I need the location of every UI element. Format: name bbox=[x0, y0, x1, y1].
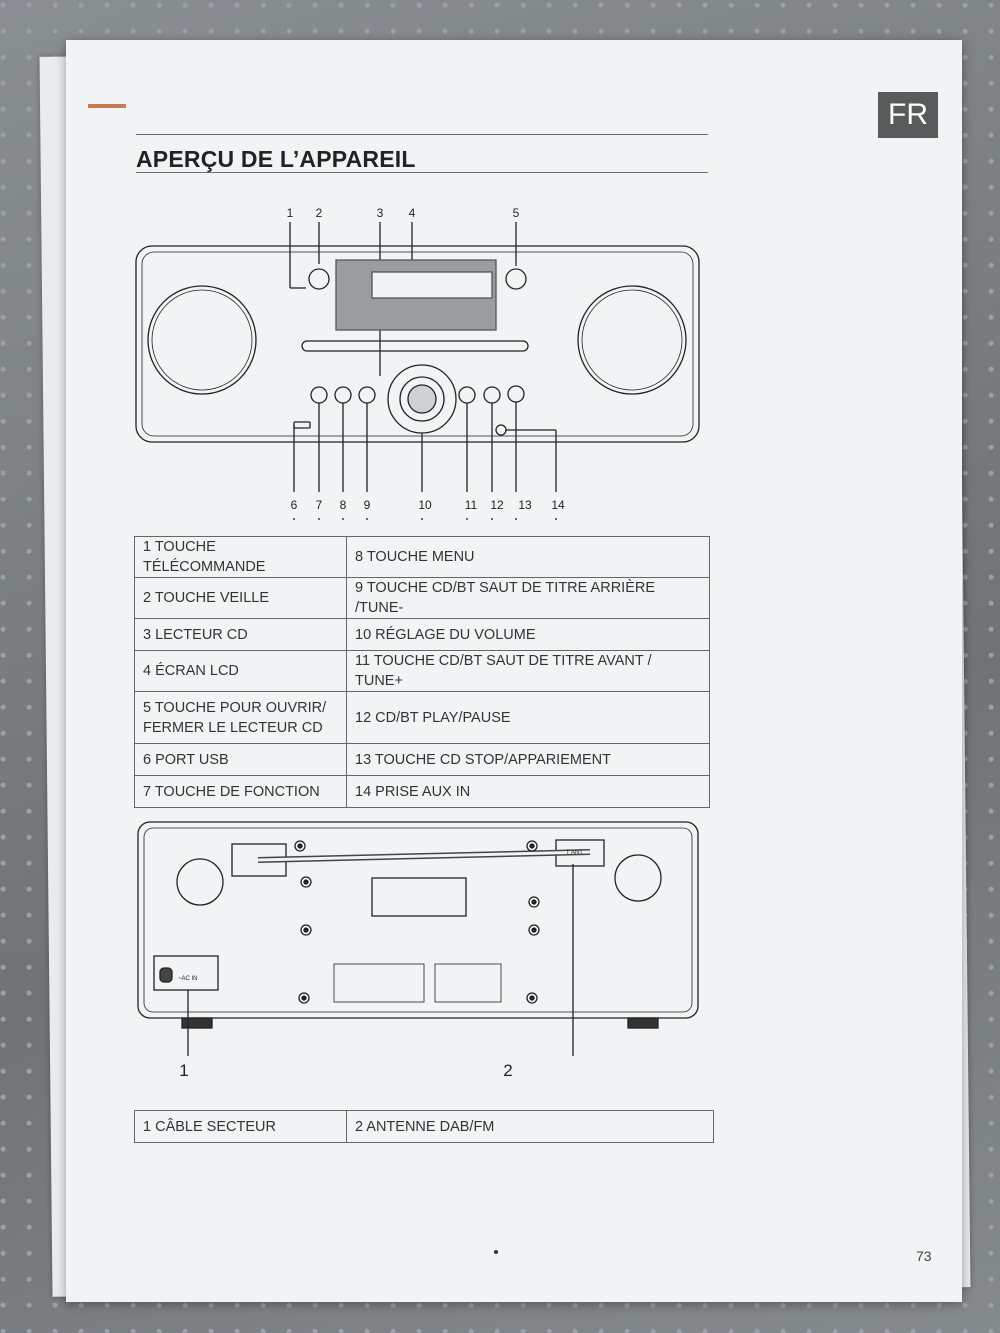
page-number: 73 bbox=[916, 1248, 932, 1264]
table-row: 5 TOUCHE POUR OUVRIR/ FERMER LE LECTEUR … bbox=[134, 691, 710, 744]
callout-4: 4 bbox=[409, 206, 416, 220]
page-title: APERÇU DE L’APPAREIL bbox=[136, 146, 416, 172]
table-cell: 2 ANTENNE DAB/FM bbox=[346, 1110, 714, 1143]
callout-3: 3 bbox=[377, 206, 384, 220]
callout-13: 13 bbox=[518, 498, 532, 512]
front-view-callouts: 6 7 8 9 10 11 12 13 14 bbox=[126, 492, 716, 518]
table-cell: 5 TOUCHE POUR OUVRIR/ FERMER LE LECTEUR … bbox=[134, 691, 347, 744]
table-cell: 6 PORT USB bbox=[134, 743, 347, 776]
callout-9: 9 bbox=[364, 498, 371, 512]
language-badge: FR bbox=[878, 92, 938, 138]
table-cell: 1 CÂBLE SECTEUR bbox=[134, 1110, 347, 1143]
rear-callout-1: 1 bbox=[179, 1061, 188, 1080]
table-cell: 1 TOUCHE TÉLÉCOMMANDE bbox=[134, 536, 347, 578]
table-cell: 2 TOUCHE VEILLE bbox=[134, 577, 347, 619]
callout-11: 11 bbox=[465, 498, 478, 512]
callout-6: 6 bbox=[291, 498, 298, 512]
rear-view-callouts: 1 2 bbox=[130, 1056, 710, 1086]
rear-view-diagram: ~AC IN T ANT bbox=[137, 821, 699, 1086]
table-cell: 9 TOUCHE CD/BT SAUT DE TITRE ARRIÈRE /TU… bbox=[346, 577, 710, 619]
table-cell: 7 TOUCHE DE FONCTION bbox=[134, 775, 347, 808]
table-cell: 4 ÉCRAN LCD bbox=[134, 650, 347, 692]
callout-10: 10 bbox=[418, 498, 432, 512]
table-cell: 13 TOUCHE CD STOP/APPARIEMENT bbox=[346, 743, 710, 776]
callout-14: 14 bbox=[551, 498, 565, 512]
table-cell: 8 TOUCHE MENU bbox=[346, 536, 710, 578]
table-cell: 10 RÉGLAGE DU VOLUME bbox=[346, 618, 710, 651]
pen-mark bbox=[88, 104, 126, 108]
callout-5: 5 bbox=[513, 206, 520, 220]
ac-in-label: ~AC IN bbox=[178, 976, 198, 982]
callout-2: 2 bbox=[316, 206, 323, 220]
ink-dot bbox=[494, 1250, 498, 1254]
callout-8: 8 bbox=[340, 498, 347, 512]
title-rule-bottom bbox=[136, 172, 708, 173]
table-cell: 12 CD/BT PLAY/PAUSE bbox=[346, 691, 710, 744]
table-cell: 3 LECTEUR CD bbox=[134, 618, 347, 651]
rear-callout-2: 2 bbox=[503, 1061, 512, 1080]
manual-page: FR APERÇU DE L’APPAREIL 1 2 3 4 5 bbox=[66, 40, 962, 1302]
callout-1: 1 bbox=[287, 206, 294, 220]
table-cell: 14 PRISE AUX IN bbox=[346, 775, 710, 808]
callout-12: 12 bbox=[490, 498, 504, 512]
callout-7: 7 bbox=[316, 498, 323, 512]
antenna-label: T ANT bbox=[566, 850, 583, 856]
front-view-diagram: 1 2 3 4 5 bbox=[135, 206, 700, 520]
title-rule-top bbox=[136, 134, 708, 135]
table-cell: 11 TOUCHE CD/BT SAUT DE TITRE AVANT / TU… bbox=[346, 650, 710, 692]
